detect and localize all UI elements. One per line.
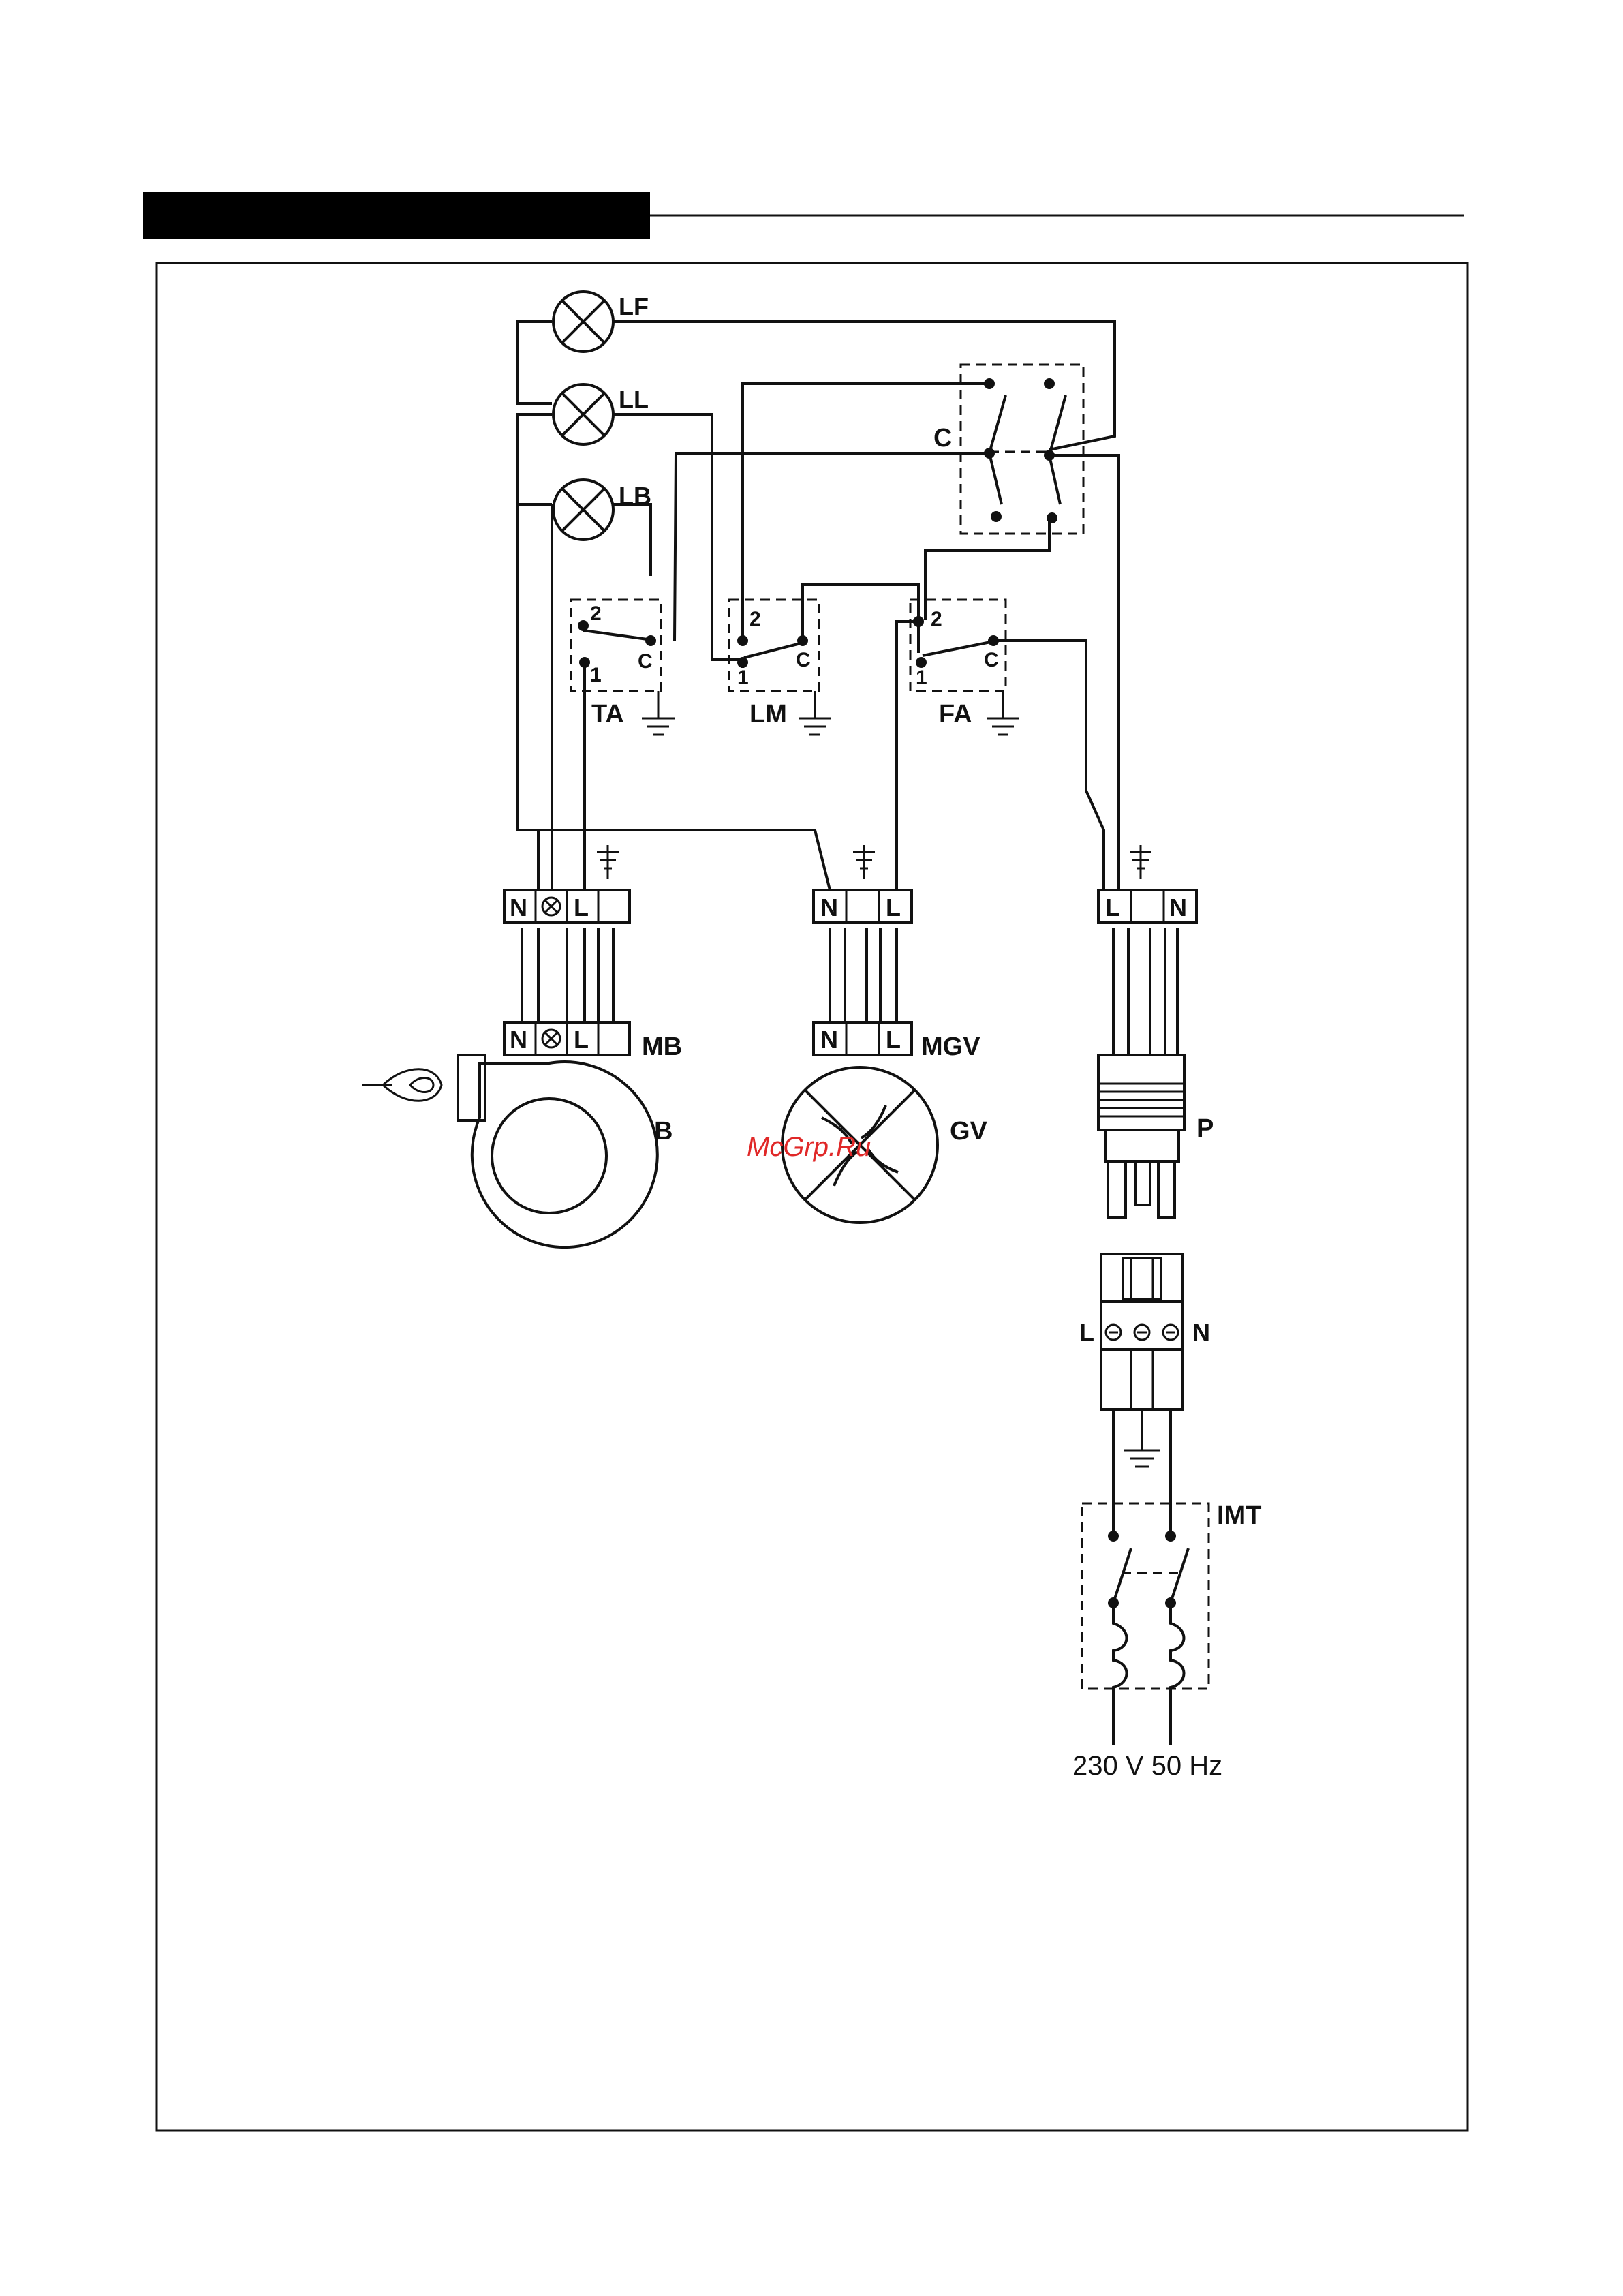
right-block-l: L (1105, 893, 1120, 921)
lamp-lf-label: LF (619, 292, 649, 320)
lamp-lb-label: LB (619, 482, 651, 510)
mgv-terminal-l: L (886, 1026, 901, 1054)
right-block-n: N (1169, 893, 1187, 921)
commutator-label: C (933, 424, 952, 453)
ta-common-label: C (638, 650, 653, 673)
fa-pos1-label: 1 (916, 667, 927, 689)
plug-icon: P (1098, 1055, 1214, 1217)
mb-terminal-l: L (574, 1026, 589, 1054)
breaker-label: IMT (1217, 1501, 1261, 1530)
wiring (518, 322, 1177, 1055)
switch-lm-label: LM (749, 700, 787, 729)
mb-terminal-n: N (510, 1026, 527, 1054)
plug-label: P (1196, 1114, 1214, 1143)
socket-n: N (1192, 1319, 1210, 1347)
supply-label: 230 V 50 Hz (1072, 1751, 1222, 1781)
switch-lm: 2 1 C LM (729, 600, 831, 735)
lm-common-label: C (796, 649, 811, 671)
motor-mgv-terminal: N L MGV (814, 1022, 980, 1061)
burner-icon: B (362, 1055, 673, 1247)
watermark: McGrp.Ru (747, 1132, 871, 1162)
fan-label: GV (950, 1117, 988, 1146)
fa-common-label: C (984, 649, 999, 671)
burner-label: B (654, 1117, 673, 1146)
motor-mgv-label: MGV (921, 1032, 980, 1061)
left-block-n: N (510, 893, 527, 921)
breaker-imt: IMT (1082, 1501, 1261, 1745)
lm-pos1-label: 1 (737, 667, 749, 689)
diagram-frame (157, 263, 1468, 2130)
socket-l: L (1079, 1319, 1094, 1347)
fa-pos2-label: 2 (931, 608, 942, 630)
switch-fa-label: FA (939, 700, 972, 729)
lm-pos2-label: 2 (749, 608, 761, 630)
terminal-block-right: L N (1098, 845, 1196, 923)
ta-pos2-label: 2 (590, 602, 602, 625)
lamp-lb: LB (553, 480, 651, 540)
middle-block-l: L (886, 893, 901, 921)
socket-icon: L N (1079, 1254, 1210, 1467)
lamp-ll-label: LL (619, 385, 649, 413)
ta-pos1-label: 1 (590, 664, 602, 686)
header-bar (143, 192, 650, 239)
left-block-l: L (574, 893, 589, 921)
motor-mb-label: MB (642, 1032, 682, 1061)
switch-ta-label: TA (591, 700, 624, 729)
middle-block-n: N (820, 893, 838, 921)
terminal-block-left: N L (504, 845, 630, 923)
mgv-terminal-n: N (820, 1026, 838, 1054)
switch-ta: 2 1 C TA (571, 600, 675, 735)
motor-mb-terminal: N L MB (504, 1022, 682, 1061)
commutator-c: C (933, 365, 1083, 534)
